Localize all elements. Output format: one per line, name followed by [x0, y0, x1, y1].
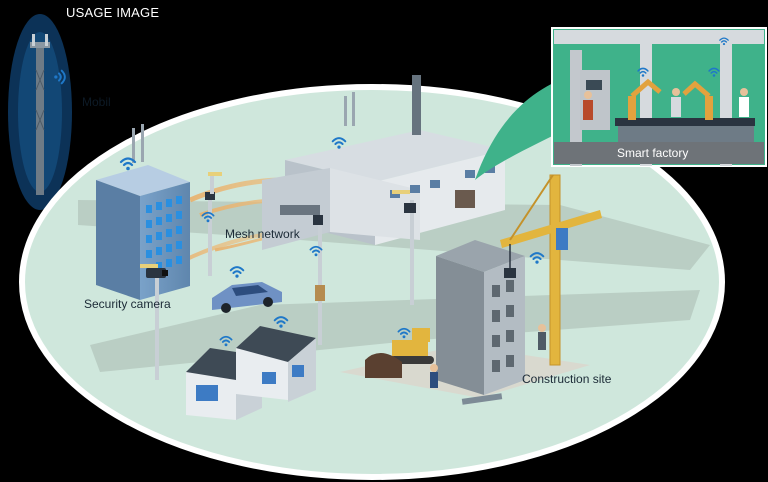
- security-camera-label: Security camera: [84, 297, 171, 311]
- tower-label: Mobil: [82, 95, 111, 109]
- smart-factory-label-bar: [554, 142, 764, 164]
- office-building: [96, 124, 190, 300]
- construction-site-label: Construction site: [522, 372, 612, 386]
- worker-icon: [739, 88, 749, 117]
- security-camera-icon: [146, 268, 168, 278]
- bulldozer-icon: [365, 328, 434, 378]
- steel-beams: [461, 393, 503, 405]
- worker-icon: [538, 324, 546, 350]
- header-title: USAGE IMAGE: [66, 5, 160, 20]
- construction-building: [436, 240, 525, 395]
- robot-arm-icon: [682, 80, 713, 120]
- cell-tower-icon: [30, 34, 50, 195]
- smart-factory-label: Smart factory: [617, 146, 689, 160]
- worker-icon: [430, 364, 438, 388]
- car-icon: [212, 282, 282, 313]
- street-lamp-icon: [205, 172, 222, 276]
- street-lamp-icon: [392, 190, 416, 305]
- robot-arm-icon: [628, 78, 662, 120]
- smart-factory-panel: [551, 27, 767, 167]
- worker-icon: [583, 91, 593, 120]
- house-icon: [236, 326, 316, 402]
- mesh-network-label: Mesh network: [225, 227, 300, 241]
- crane-icon: [500, 174, 602, 366]
- street-lamp-icon: [313, 215, 325, 345]
- worker-icon: [671, 88, 681, 117]
- street-lamp-icon: [140, 264, 159, 380]
